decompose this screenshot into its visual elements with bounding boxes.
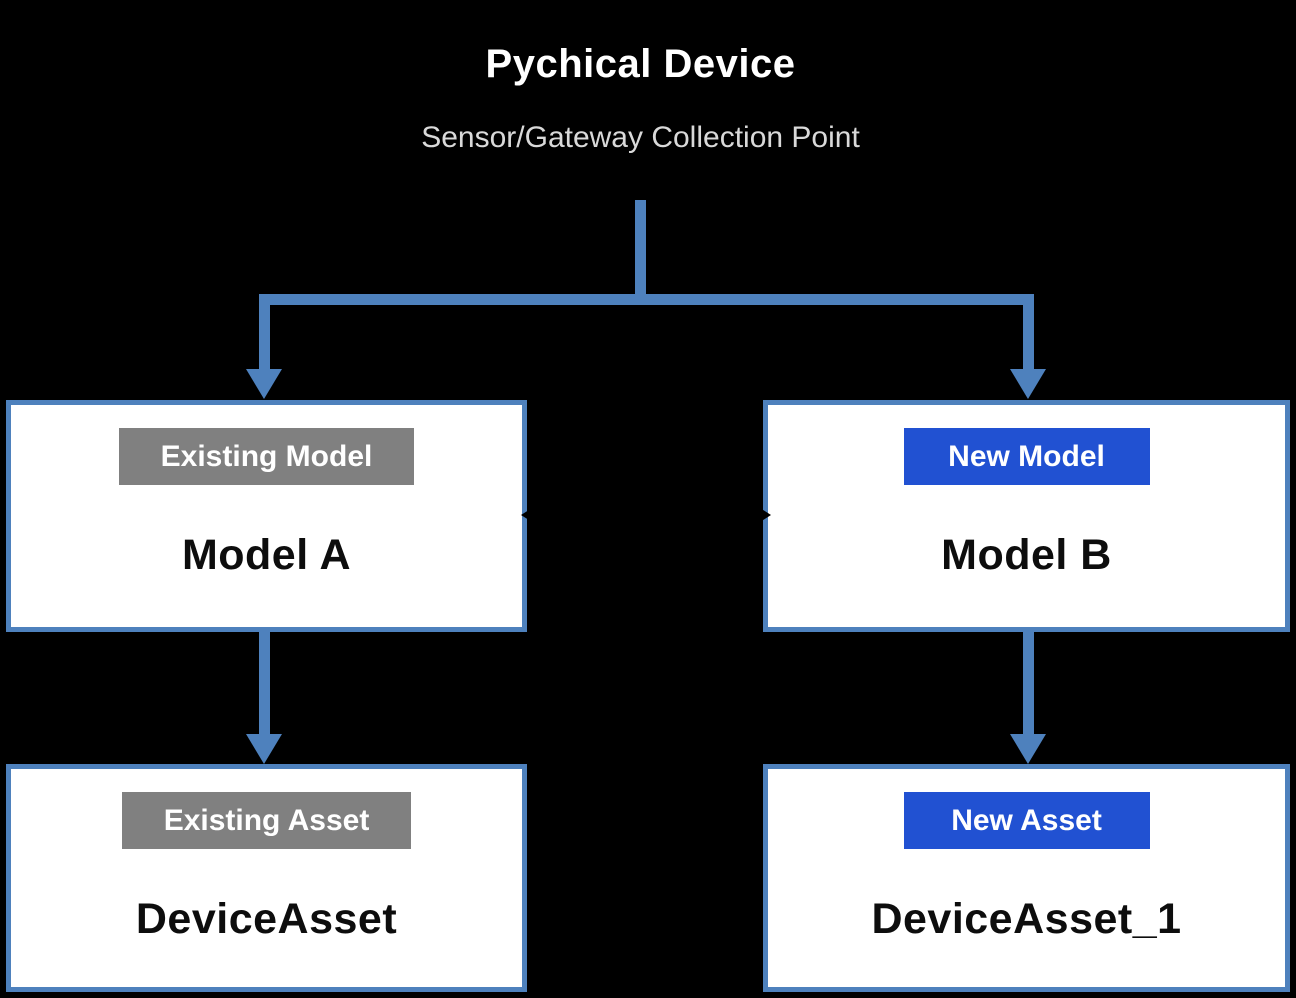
arrowhead-down-icon	[1010, 369, 1046, 399]
node-model-b: New Model Model B	[763, 400, 1290, 632]
connector-trunk-vertical	[635, 200, 646, 300]
node-label-device-asset-1: DeviceAsset_1	[871, 895, 1182, 943]
arrowhead-down-icon	[1010, 734, 1046, 764]
arrowhead-right-icon	[760, 508, 771, 522]
connector-drop-right	[1023, 294, 1034, 376]
diagram-title: Pychical Device	[485, 42, 796, 86]
connector-model-a-model-b-hidden	[528, 513, 764, 517]
node-device-asset: Existing Asset DeviceAsset	[6, 764, 527, 992]
badge-existing-asset: Existing Asset	[121, 792, 412, 849]
badge-new-asset: New Asset	[903, 792, 1150, 849]
node-label-model-b: Model B	[941, 531, 1112, 579]
arrowhead-left-icon	[521, 508, 532, 522]
node-device-asset-1: New Asset DeviceAsset_1	[763, 764, 1290, 992]
diagram-subtitle: Sensor/Gateway Collection Point	[421, 121, 860, 154]
badge-existing-model: Existing Model	[118, 428, 415, 485]
arrowhead-down-icon	[246, 369, 282, 399]
node-label-device-asset: DeviceAsset	[135, 895, 398, 943]
connector-model-a-to-asset	[259, 632, 270, 738]
arrowhead-down-icon	[246, 734, 282, 764]
connector-branch-horizontal	[259, 294, 1034, 305]
badge-new-model: New Model	[903, 428, 1150, 485]
connector-model-b-to-asset	[1023, 632, 1034, 738]
connector-drop-left	[259, 294, 270, 376]
node-label-model-a: Model A	[181, 531, 352, 579]
node-model-a: Existing Model Model A	[6, 400, 527, 632]
